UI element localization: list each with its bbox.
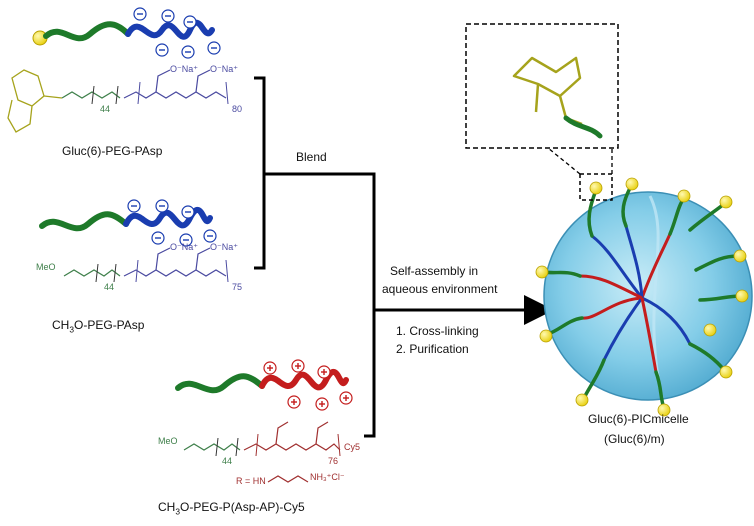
peg-zigzag — [61, 91, 121, 99]
blend-label: Blend — [296, 150, 327, 164]
peg-chain — [175, 373, 265, 394]
polymer-2-structure — [63, 247, 229, 283]
polymer-3-peg-repeat: 44 — [222, 456, 233, 466]
polymer-3-name: CH3O-PEG-P(Asp-AP)-Cy5 — [158, 500, 305, 516]
polymer-3-dye: Cy5 — [344, 442, 361, 452]
polymer-1-carboxylate-2: O⁻Na⁺ — [210, 64, 239, 74]
polymer-2-cartoon — [39, 199, 217, 247]
polymer-1-structure — [7, 69, 229, 133]
peg-chain — [39, 211, 129, 232]
polycation-chain — [259, 368, 349, 391]
polymer-3-structure — [183, 421, 341, 483]
step-cross-linking: 1. Cross-linking — [396, 324, 479, 338]
inset-peg-stub — [563, 115, 603, 139]
polymer-2-name-subscript: 3 — [69, 324, 75, 335]
self-assembly-line-2: aqueous environment — [382, 282, 498, 296]
polymer-3-name-subscript: 3 — [175, 506, 181, 517]
polymer-3-methoxy: MeO — [158, 436, 178, 446]
polymer-2-carboxylate-2: O⁻Na⁺ — [210, 242, 239, 252]
polyanion-chain — [123, 206, 213, 229]
polyanion-chain — [125, 19, 215, 40]
polymer-2-methoxy: MeO — [36, 262, 56, 272]
polymer-1-cartoon — [32, 7, 221, 59]
polymer-2-name-prefix: CH — [52, 318, 70, 332]
polymer-1-peg-repeat: 44 — [100, 104, 111, 114]
pasp-zigzag — [123, 91, 227, 99]
aminopropyl-side-chain — [267, 475, 309, 483]
glucose-surface-beads — [535, 177, 749, 417]
polymer-3-name-suffix: O-PEG-P(Asp-AP)-Cy5 — [180, 500, 305, 514]
polymer-1-pasp-repeat: 80 — [232, 104, 243, 114]
glucose-ring — [7, 69, 45, 133]
product-abbreviation: (Gluc(6)/m) — [604, 432, 665, 446]
polymer-3-name-prefix: CH — [158, 500, 176, 514]
polymer-1-name: Gluc(6)-PEG-PAsp — [62, 144, 163, 158]
micelle-graphic — [535, 177, 753, 417]
polymer-2-pasp-repeat: 75 — [232, 282, 243, 292]
polymer-3-r-group: R = HN — [236, 476, 266, 486]
product-name: Gluc(6)-PICmicelle — [588, 412, 689, 426]
blend-bracket — [254, 76, 376, 438]
polymer-2-carboxylate-1: O⁻Na⁺ — [170, 242, 199, 252]
step-purification: 2. Purification — [396, 342, 469, 356]
self-assembly-line-1: Self-assembly in — [390, 264, 479, 278]
glucose-zoom-inset — [465, 23, 619, 201]
polymer-2-peg-repeat: 44 — [104, 282, 115, 292]
polymer-1-carboxylate-1: O⁻Na⁺ — [170, 64, 199, 74]
micelle-core-chains — [579, 225, 692, 373]
polymer-3-cartoon — [175, 359, 353, 411]
peg-chain — [43, 21, 131, 42]
polymer-2-name: CH3O-PEG-PAsp — [52, 318, 144, 334]
polymer-3-ammonium: NH₃⁺Cl⁻ — [310, 472, 345, 482]
polymer-2-name-suffix: O-PEG-PAsp — [74, 318, 145, 332]
zoom-source-box — [579, 173, 613, 201]
polymer-3-backbone-repeat: 76 — [328, 456, 339, 466]
